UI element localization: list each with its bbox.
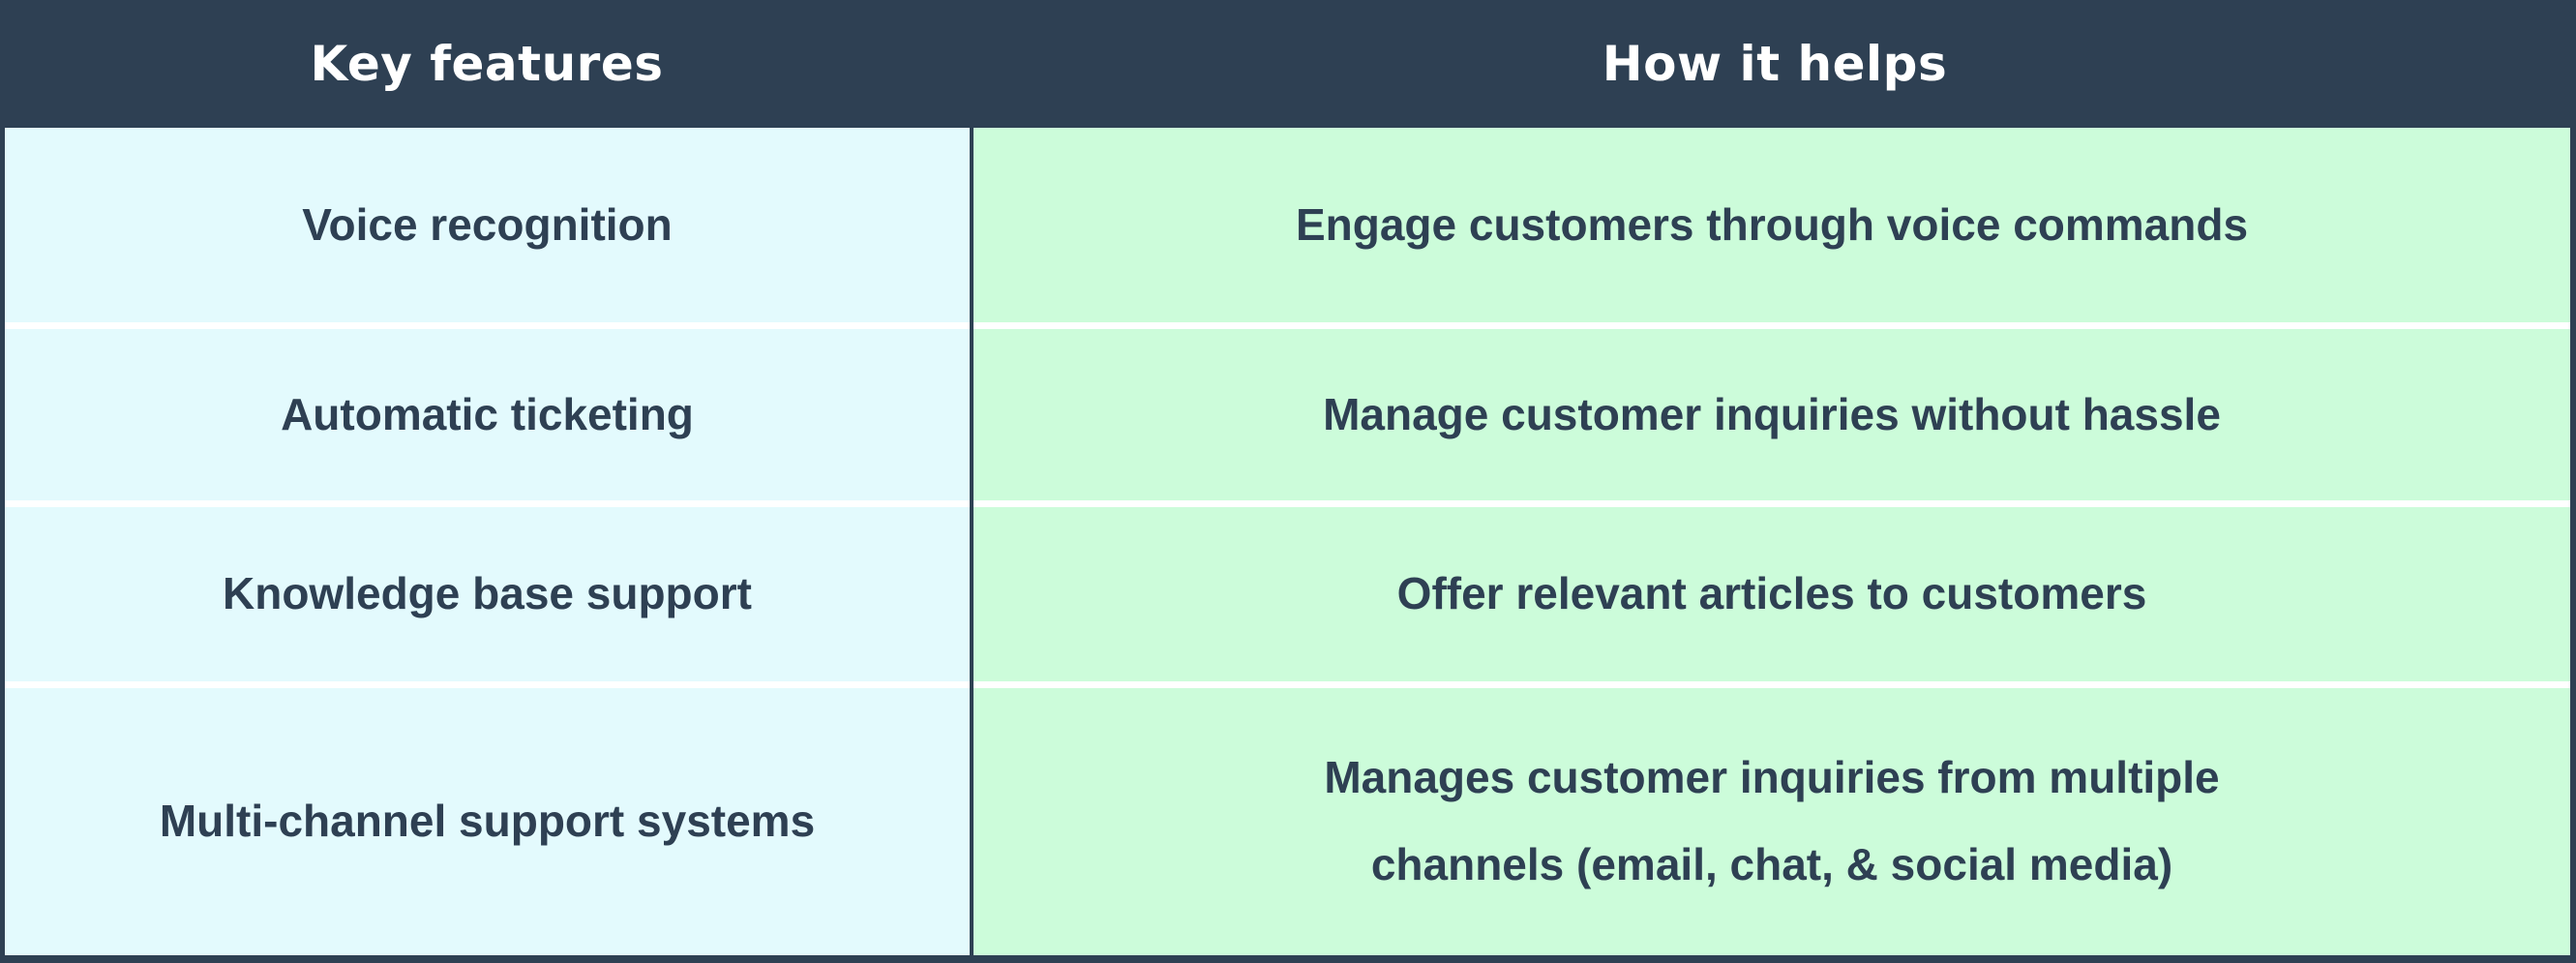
- benefit-cell-multi-channel-support: Manages customer inquiries from multiple…: [973, 688, 2570, 955]
- features-column: Voice recognition Automatic ticketing Kn…: [5, 128, 973, 955]
- feature-cell-knowledge-base-support: Knowledge base support: [5, 507, 970, 681]
- benefit-cell-voice-recognition: Engage customers through voice commands: [973, 128, 2570, 322]
- benefit-cell-automatic-ticketing: Manage customer inquiries without hassle: [973, 329, 2570, 500]
- column-header-key-features-label: Key features: [310, 36, 664, 92]
- table-header-row: Key features How it helps: [0, 0, 2576, 128]
- feature-cell-voice-recognition: Voice recognition: [5, 128, 970, 322]
- column-header-how-it-helps: How it helps: [973, 0, 2576, 128]
- benefit-cell-knowledge-base-support: Offer relevant articles to customers: [973, 507, 2570, 681]
- feature-cell-automatic-ticketing: Automatic ticketing: [5, 329, 970, 500]
- feature-cell-multi-channel-support: Multi-channel support systems: [5, 688, 970, 955]
- column-header-how-it-helps-label: How it helps: [1602, 36, 1948, 92]
- column-header-key-features: Key features: [0, 0, 973, 128]
- table-body: Voice recognition Automatic ticketing Kn…: [0, 128, 2576, 963]
- benefits-column: Engage customers through voice commands …: [973, 128, 2570, 955]
